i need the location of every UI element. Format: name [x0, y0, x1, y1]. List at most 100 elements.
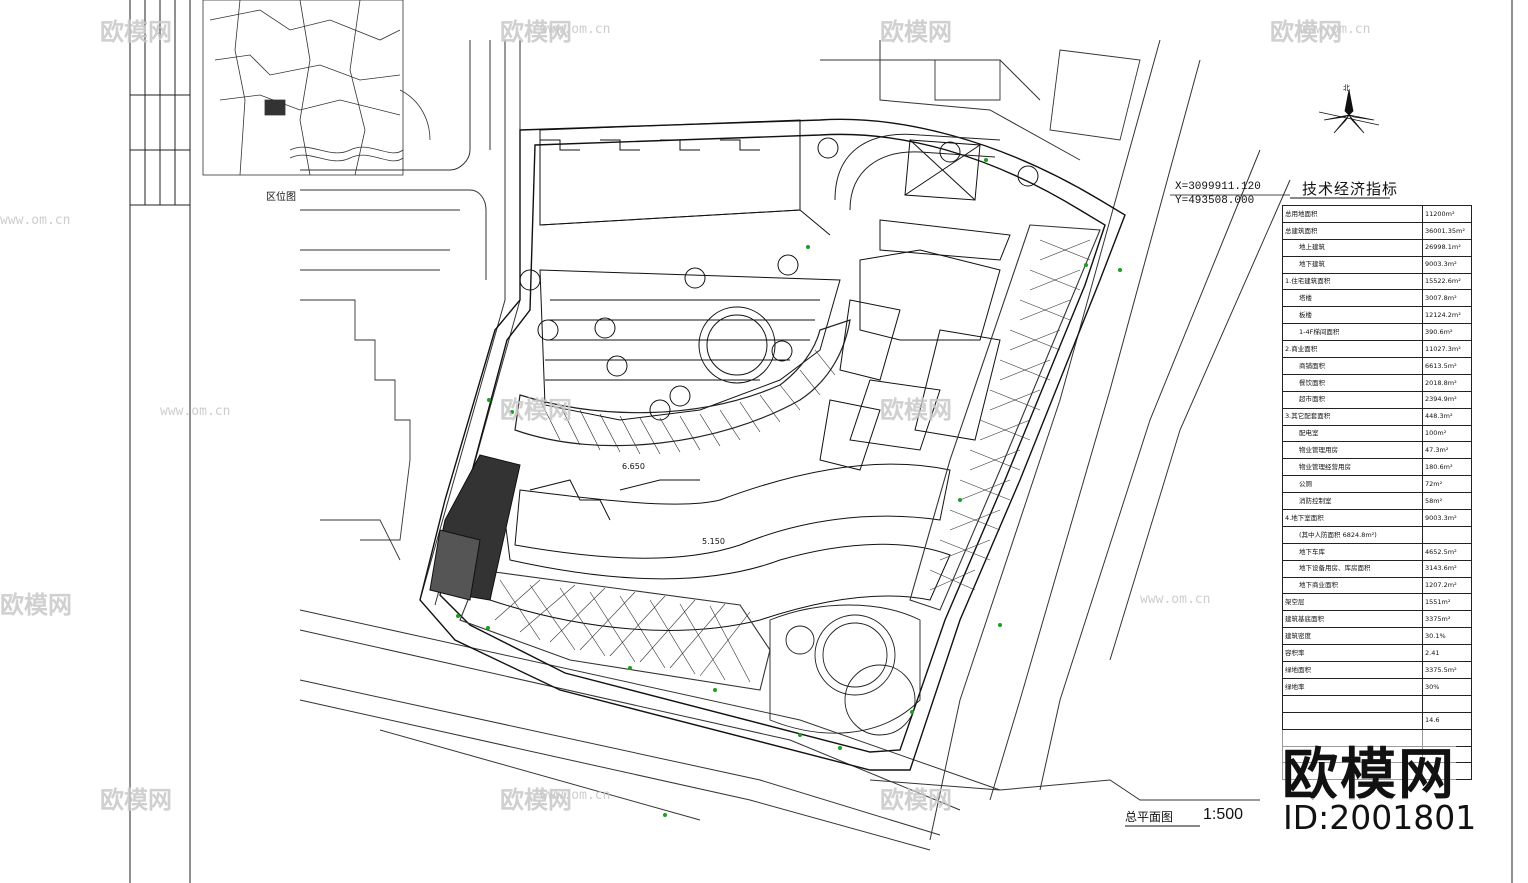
watermark-brand: 欧模网: [1282, 730, 1456, 811]
indicator-label: 架空层: [1282, 593, 1423, 612]
indicator-label: 地下设备用房、库房面积: [1282, 559, 1423, 578]
indicator-value: 26998.1m²: [1422, 238, 1472, 257]
indicator-label: 绿地率: [1282, 677, 1423, 696]
watermark: 欧模网: [880, 396, 952, 424]
plan-scale: 1:500: [1203, 806, 1244, 823]
indicator-label: 配电室: [1282, 424, 1423, 443]
location-map-label: 区位图: [266, 192, 296, 203]
indicator-value: 9003.3m²: [1422, 255, 1472, 274]
indicator-label: 总建筑面积: [1282, 221, 1423, 240]
indicator-value: 58m²: [1422, 492, 1472, 511]
indicator-label: 3.其它配套面积: [1282, 407, 1423, 426]
indicator-value: 180.6m²: [1422, 458, 1472, 477]
indicator-value: 11200m²: [1422, 205, 1472, 223]
indicator-label: 板楼: [1282, 306, 1423, 325]
watermark-url: www.om.cn: [540, 788, 611, 803]
watermark: 欧模网: [100, 18, 172, 46]
hatched-landscape-band: [514, 319, 851, 455]
plan-title: 总平面图: [1125, 810, 1174, 824]
indicator-label: 建筑密度: [1282, 627, 1423, 646]
indicator-label: 总用地面积: [1282, 205, 1423, 223]
indicator-value: 2394.9m²: [1422, 390, 1472, 409]
coordinate-y: Y=493508.000: [1175, 195, 1255, 207]
indicator-value: 3143.6m²: [1422, 559, 1472, 578]
indicator-value: 36001.35m²: [1422, 221, 1472, 240]
indicator-value: 1551m²: [1422, 593, 1472, 612]
indicator-value: 15522.6m²: [1422, 272, 1472, 291]
indicator-value: 11027.3m²: [1422, 340, 1472, 359]
north-label: 北: [1343, 84, 1350, 92]
indicator-value: 1207.2m²: [1422, 576, 1472, 595]
indicator-value: 100m²: [1422, 424, 1472, 443]
indicator-label: 地下商业面积: [1282, 576, 1423, 595]
watermark: 欧模网: [1270, 18, 1342, 46]
indicator-value: [1422, 694, 1472, 713]
indicator-value: 30.1%: [1422, 627, 1472, 646]
indicator-value: 12124.2m²: [1422, 306, 1472, 325]
indicator-row: 14.6: [1282, 711, 1472, 730]
indicator-value: 448.3m²: [1422, 407, 1472, 426]
indicator-value: 2018.8m²: [1422, 373, 1472, 392]
indicator-row: [1282, 694, 1472, 713]
indicator-label: 4.地下室面积: [1282, 509, 1423, 527]
trees: [519, 137, 1039, 421]
north-arrow-icon: [1318, 89, 1380, 134]
indicator-value: [1422, 525, 1472, 544]
indicator-value: 3375m²: [1422, 610, 1472, 629]
watermark: 欧模网: [880, 18, 952, 46]
dark-hatched-block: [429, 454, 521, 601]
watermark-url: www.om.cn: [540, 22, 611, 37]
indicator-value: 72m²: [1422, 475, 1472, 494]
crosshatch-walkway-east: [909, 224, 1101, 611]
indicator-value: 4652.5m²: [1422, 542, 1472, 561]
watermark-url: www.om.cn: [0, 213, 71, 228]
indicator-label: 塔楼: [1282, 289, 1423, 308]
indicator-value: 47.3m²: [1422, 441, 1472, 460]
indicator-label: [1282, 711, 1423, 730]
indicator-label: 建筑基底面积: [1282, 610, 1423, 629]
indicator-label: 地下建筑: [1282, 255, 1423, 274]
indicator-label: [1282, 694, 1423, 713]
indicator-value: 3007.8m²: [1422, 289, 1472, 308]
indicator-value: 6613.5m²: [1422, 357, 1472, 375]
indicator-label: 消防控制室: [1282, 492, 1423, 511]
indicator-label: 餐饮面积: [1282, 373, 1423, 392]
indicator-value: 2.41: [1422, 644, 1472, 663]
indicators-title: 技术经济指标: [1302, 181, 1399, 198]
coordinate-x: X=3099911.120: [1175, 181, 1261, 193]
watermark-url: www.om.cn: [160, 404, 231, 419]
indicator-value: 390.6m²: [1422, 323, 1472, 342]
indicator-value: 14.6: [1422, 711, 1472, 730]
indicator-label: 地下车库: [1282, 542, 1423, 561]
watermark-url: www.om.cn: [1300, 22, 1371, 37]
indicator-label: 1-4F梯间面积: [1282, 323, 1423, 342]
crosshatch-walkway-south: [459, 569, 771, 691]
indicator-value: 9003.3m²: [1422, 509, 1472, 527]
